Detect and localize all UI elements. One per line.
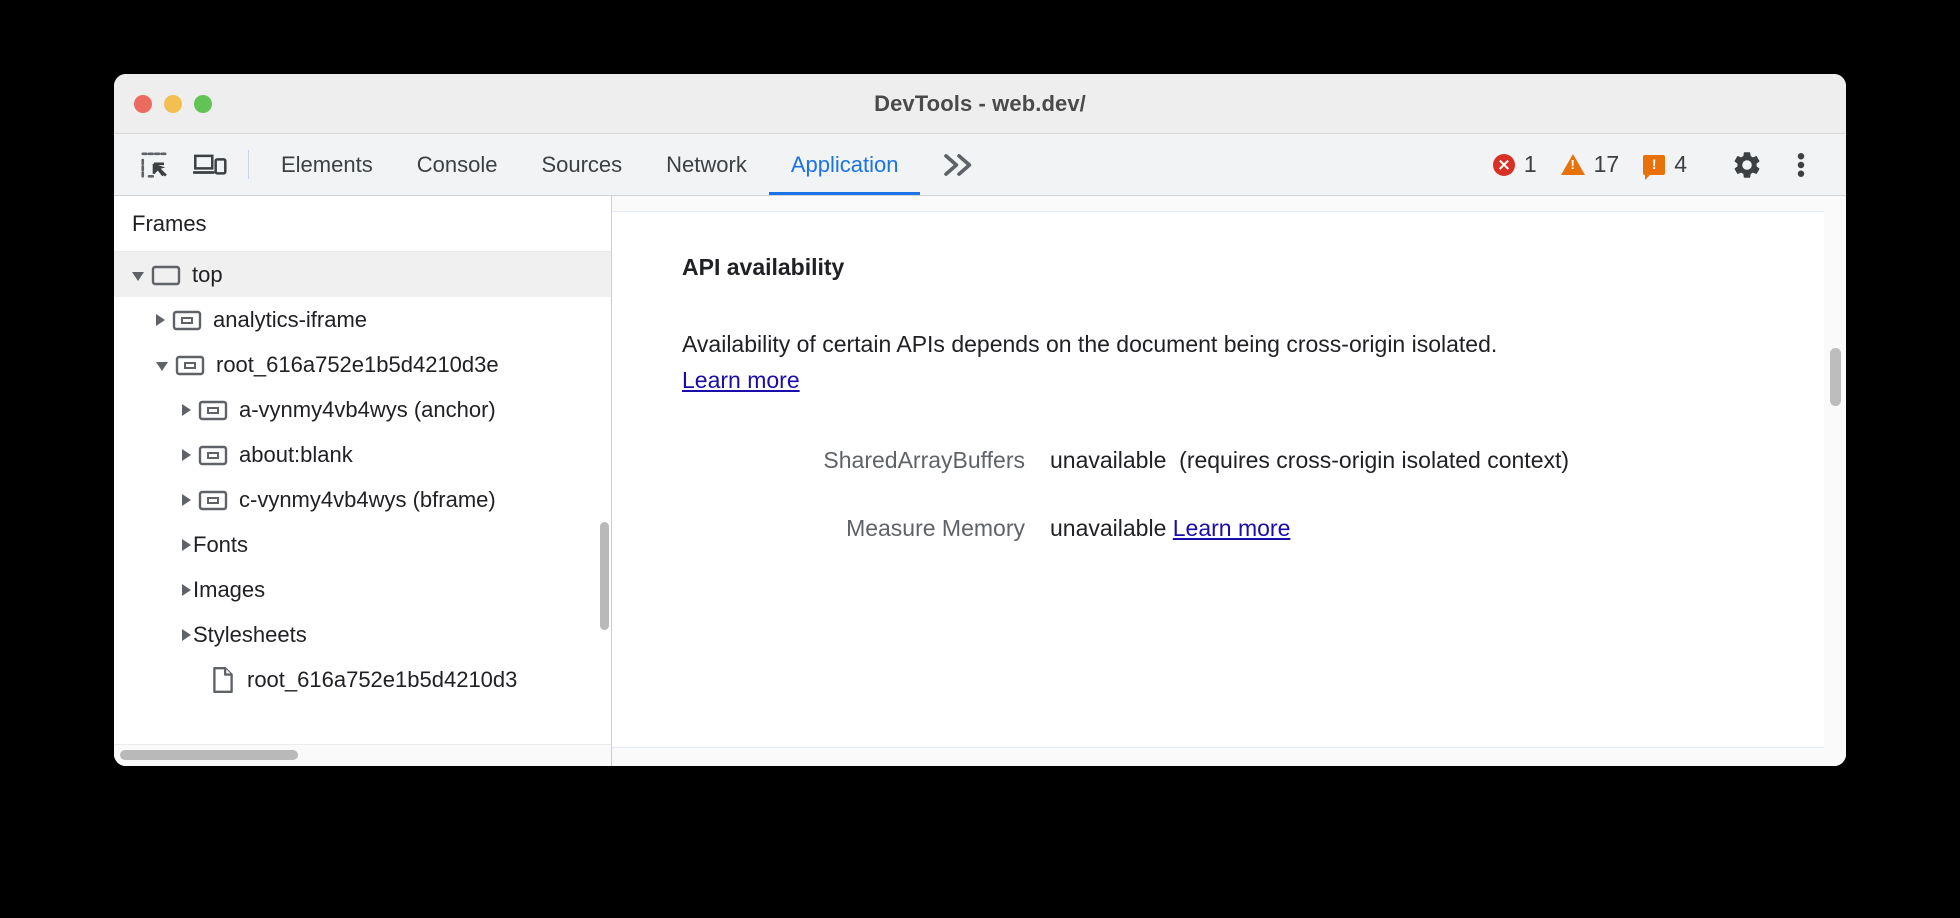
row-label: SharedArrayBuffers bbox=[823, 447, 1025, 474]
row-value: unavailable Learn more bbox=[1050, 510, 1824, 547]
tree-item-a-anchor[interactable]: a-vynmy4vb4wys (anchor) bbox=[114, 387, 611, 432]
application-main-panel: API availability Availability of certain… bbox=[612, 196, 1846, 766]
error-count: 1 bbox=[1523, 151, 1537, 177]
warning-counter[interactable]: 17 bbox=[1549, 151, 1632, 178]
error-counter[interactable]: 1 bbox=[1481, 151, 1549, 178]
tree-item-label: Stylesheets bbox=[193, 621, 307, 647]
more-tabs-chevron-icon[interactable] bbox=[920, 134, 994, 195]
gear-icon[interactable] bbox=[1720, 138, 1774, 192]
panel-tabs: Elements Console Sources Network Applica… bbox=[259, 134, 921, 195]
close-window-button[interactable] bbox=[134, 94, 152, 113]
issue-count: 4 bbox=[1674, 151, 1687, 177]
sidebar-horizontal-scrollbar[interactable] bbox=[120, 750, 298, 760]
issue-icon bbox=[1643, 154, 1666, 180]
window-titlebar: DevTools - web.dev/ bbox=[114, 74, 1846, 134]
tree-item-label: a-vynmy4vb4wys (anchor) bbox=[239, 396, 496, 422]
security-details-document: API availability Availability of certain… bbox=[612, 211, 1824, 748]
warning-icon bbox=[1560, 154, 1585, 175]
document-icon bbox=[210, 666, 236, 694]
tree-item-label: Images bbox=[193, 576, 266, 602]
twisty-closed-icon[interactable] bbox=[182, 493, 191, 506]
tree-item-about-blank[interactable]: about:blank bbox=[114, 432, 611, 477]
row-note: (requires cross-origin isolated context) bbox=[1179, 447, 1570, 474]
twisty-closed-icon[interactable] bbox=[182, 448, 191, 461]
learn-more-link[interactable]: Learn more bbox=[682, 366, 800, 393]
frames-sidebar: Frames top bbox=[114, 196, 612, 766]
row-status: unavailable bbox=[1050, 514, 1167, 541]
minimize-window-button[interactable] bbox=[164, 94, 182, 113]
traffic-light-buttons bbox=[134, 94, 212, 113]
tree-item-analytics-iframe[interactable]: analytics-iframe bbox=[114, 297, 611, 342]
sidebar-vertical-scrollbar[interactable] bbox=[600, 522, 609, 630]
tree-item-top[interactable]: top bbox=[114, 252, 611, 297]
iframe-icon bbox=[198, 398, 228, 422]
tree-item-root-stylesheet[interactable]: root_616a752e1b5d4210d3 bbox=[114, 657, 611, 702]
kebab-menu-icon[interactable] bbox=[1774, 138, 1828, 192]
twisty-closed-icon[interactable] bbox=[182, 538, 191, 551]
tree-item-label: root_616a752e1b5d4210d3 bbox=[247, 666, 518, 692]
iframe-icon bbox=[175, 353, 205, 377]
sidebar-horizontal-scrollbar-track[interactable] bbox=[114, 744, 611, 766]
maximize-window-button[interactable] bbox=[194, 94, 212, 113]
tree-item-label: c-vynmy4vb4wys (bframe) bbox=[239, 486, 496, 512]
device-toolbar-icon[interactable] bbox=[182, 134, 238, 195]
row-value: unavailable (requires cross-origin isola… bbox=[1050, 442, 1824, 479]
description-text: Availability of certain APIs depends on … bbox=[682, 331, 1498, 357]
twisty-closed-icon[interactable] bbox=[182, 583, 191, 596]
twisty-closed-icon[interactable] bbox=[156, 313, 165, 326]
inspect-element-icon[interactable] bbox=[126, 134, 182, 195]
twisty-closed-icon[interactable] bbox=[182, 403, 191, 416]
window-title: DevTools - web.dev/ bbox=[874, 90, 1086, 116]
tree-item-label: root_616a752e1b5d4210d3e bbox=[216, 351, 499, 377]
row-label: Measure Memory bbox=[846, 514, 1025, 541]
tab-elements[interactable]: Elements bbox=[281, 151, 373, 177]
tree-item-label: analytics-iframe bbox=[213, 306, 368, 332]
table-row: SharedArrayBuffers unavailable (requires… bbox=[682, 442, 1824, 479]
frame-icon bbox=[151, 263, 181, 287]
twisty-closed-icon[interactable] bbox=[182, 628, 191, 641]
toolbar-divider bbox=[248, 150, 249, 179]
warning-count: 17 bbox=[1593, 151, 1620, 177]
frames-header: Frames bbox=[114, 196, 611, 252]
iframe-icon bbox=[198, 488, 228, 512]
iframe-icon bbox=[172, 308, 202, 332]
iframe-icon bbox=[198, 443, 228, 467]
twisty-open-icon[interactable] bbox=[132, 271, 144, 281]
devtools-toolbar: Elements Console Sources Network Applica… bbox=[114, 134, 1846, 196]
frames-tree: top analytics-iframe bbox=[114, 252, 611, 744]
tab-console[interactable]: Console bbox=[416, 151, 498, 177]
twisty-open-icon[interactable] bbox=[156, 361, 168, 371]
tab-sources[interactable]: Sources bbox=[541, 151, 623, 177]
tree-item-fonts[interactable]: Fonts bbox=[114, 522, 611, 567]
main-vertical-scrollbar-track[interactable] bbox=[1824, 196, 1846, 766]
page-title: API availability bbox=[682, 254, 845, 280]
api-availability-description: Availability of certain APIs depends on … bbox=[682, 327, 1562, 398]
measure-memory-learn-more-link[interactable]: Learn more bbox=[1172, 514, 1291, 541]
toolbar-right-group: 1 17 4 bbox=[1481, 134, 1846, 195]
tree-item-label: top bbox=[192, 261, 223, 287]
tree-item-c-bframe[interactable]: c-vynmy4vb4wys (bframe) bbox=[114, 477, 611, 522]
tab-application[interactable]: Application bbox=[768, 134, 921, 195]
tree-item-stylesheets[interactable]: Stylesheets bbox=[114, 612, 611, 657]
api-availability-rows: SharedArrayBuffers unavailable (requires… bbox=[682, 442, 1824, 547]
devtools-window: DevTools - web.dev/ Elements Console Sou… bbox=[114, 74, 1846, 766]
issues-counter[interactable]: 4 bbox=[1631, 151, 1699, 180]
error-icon bbox=[1492, 153, 1515, 176]
tree-item-images[interactable]: Images bbox=[114, 567, 611, 612]
tree-item-root-frame[interactable]: root_616a752e1b5d4210d3e bbox=[114, 342, 611, 387]
main-vertical-scrollbar[interactable] bbox=[1830, 348, 1841, 406]
tab-network[interactable]: Network bbox=[666, 151, 747, 177]
row-status: unavailable bbox=[1050, 447, 1167, 474]
table-row: Measure Memory unavailable Learn more bbox=[682, 510, 1824, 547]
tree-item-label: Fonts bbox=[193, 531, 249, 557]
tree-item-label: about:blank bbox=[239, 441, 353, 467]
devtools-body: Frames top bbox=[114, 196, 1846, 766]
